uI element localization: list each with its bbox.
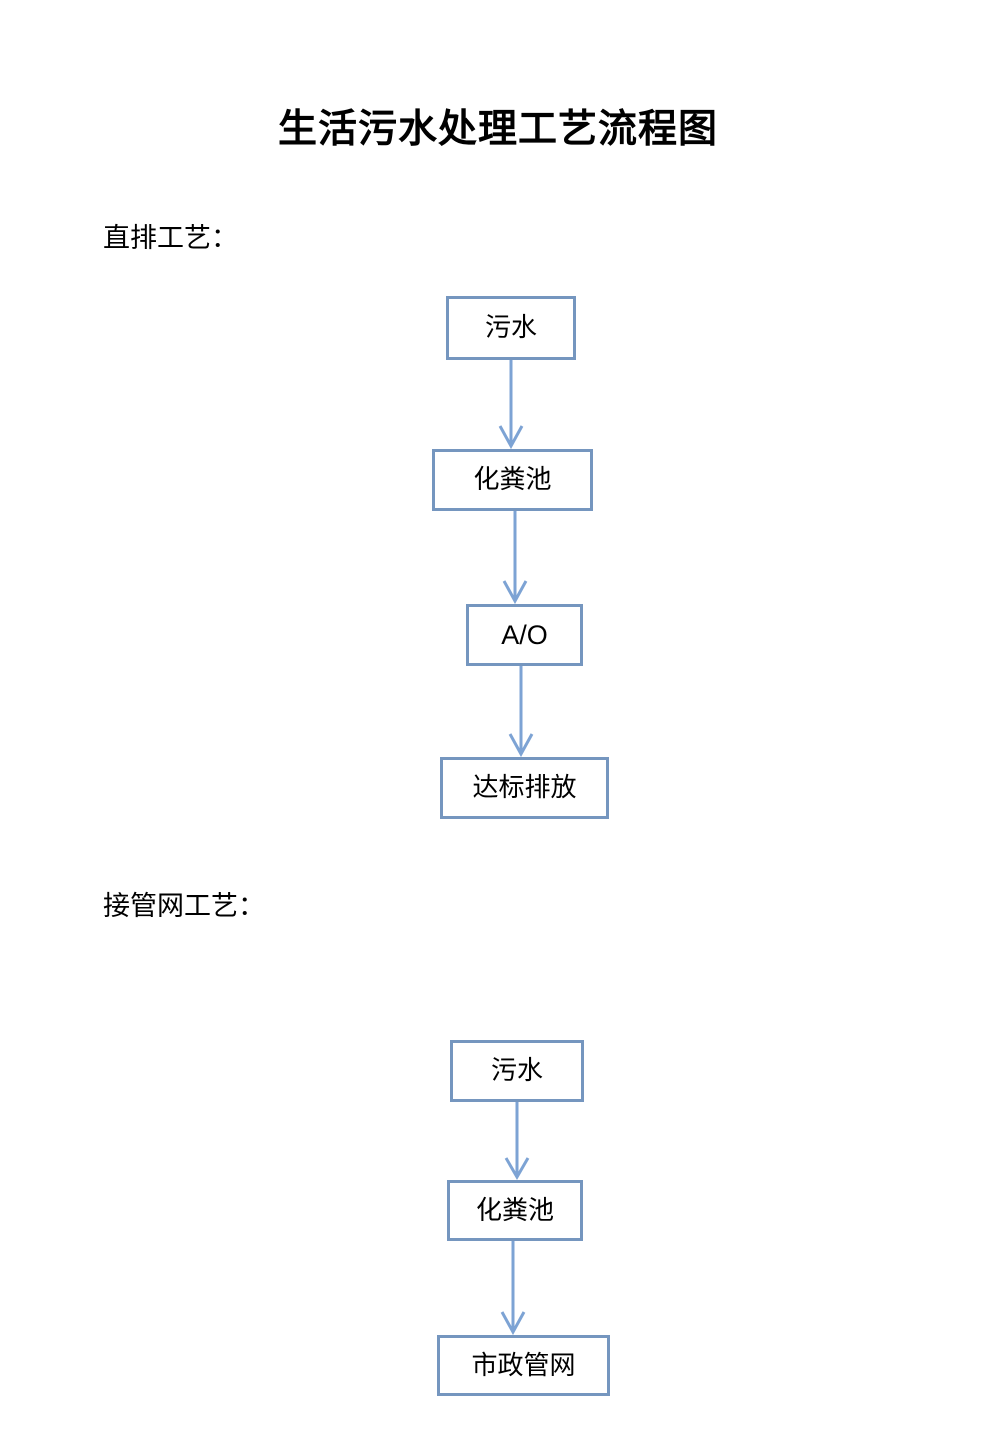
flow-node-ao-process: A/O [466,604,583,666]
connector-arrow-down [494,360,528,449]
connector-arrow-down [500,1102,534,1180]
flow-node-compliant-discharge: 达标排放 [440,757,609,819]
section-label-municipal-pipe: 接管网工艺： [103,891,265,921]
connector-arrow-down [498,511,532,604]
section-label-direct-discharge: 直排工艺： [103,223,238,253]
connector-arrow-down [504,666,538,757]
flow-node-wastewater-pipe: 污水 [450,1040,584,1102]
flow-node-septic-tank-pipe: 化粪池 [447,1180,583,1241]
connector-arrow-down [496,1241,530,1335]
flow-node-wastewater-direct: 污水 [446,296,576,360]
flow-node-municipal-pipe-network: 市政管网 [437,1335,610,1396]
flow-node-septic-tank-direct: 化粪池 [432,449,593,511]
page-title: 生活污水处理工艺流程图 [277,108,718,151]
